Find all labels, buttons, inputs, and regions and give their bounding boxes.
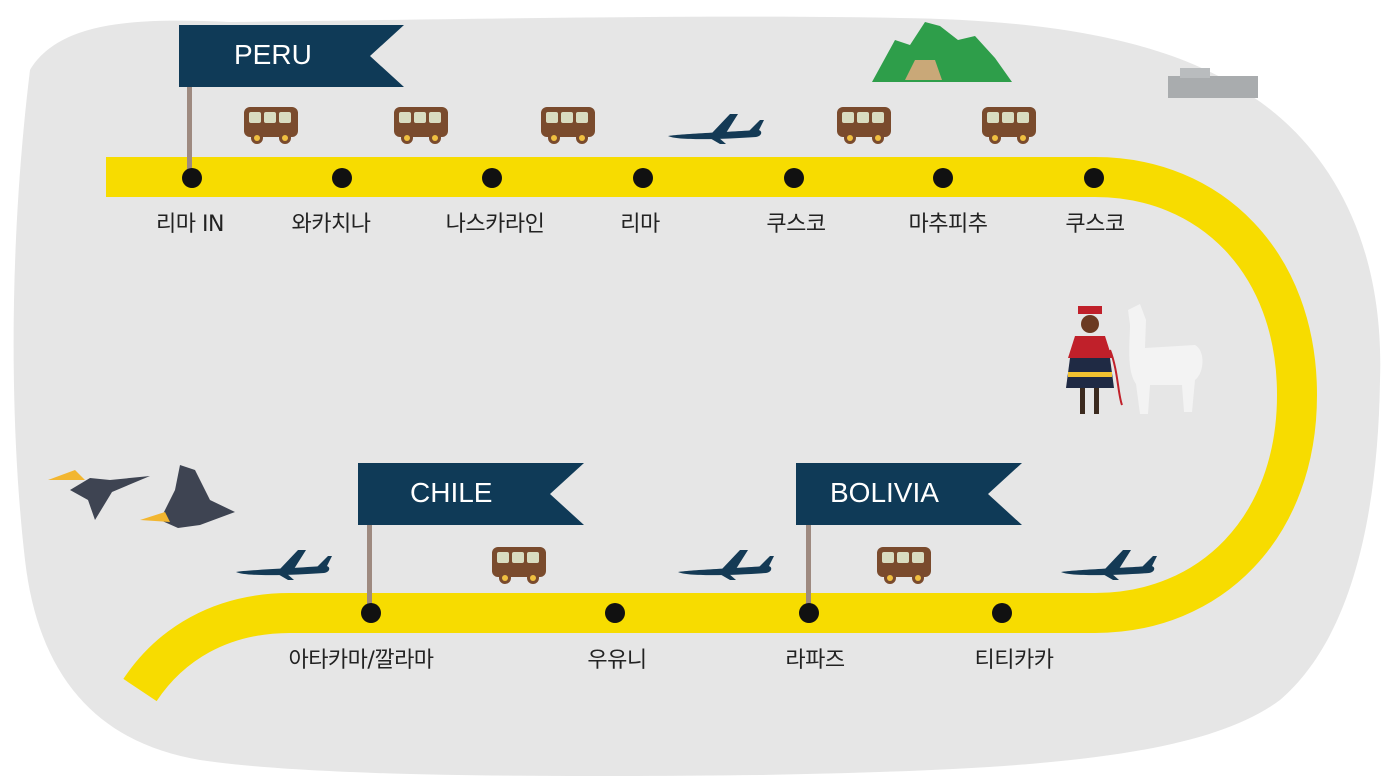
- stop-dot-cusco-1: [784, 168, 804, 188]
- map-background: [13, 16, 1381, 777]
- bolivia-flag: [796, 463, 1022, 525]
- stop-dot-atacama-calama: [361, 603, 381, 623]
- stop-label-lima-in: 리마 IN: [156, 212, 224, 237]
- stop-label-machu-picchu: 마추피추: [908, 212, 988, 237]
- chile-flag: [358, 463, 584, 525]
- country-label-chile: CHILE: [410, 477, 493, 508]
- stop-dot-huacachina: [332, 168, 352, 188]
- route-line: [106, 157, 1318, 702]
- stop-dot-titicaca: [992, 603, 1012, 623]
- machu-picchu-mountain-icon: [872, 22, 1012, 82]
- stop-label-atacama-calama: 아타카마/깔라마: [288, 648, 434, 673]
- toucans-icon: [48, 465, 235, 528]
- city-skyline-icon: [1168, 68, 1258, 98]
- stop-label-cusco-1: 쿠스코: [766, 212, 826, 237]
- stop-dot-la-paz: [799, 603, 819, 623]
- stop-dot-lima-in: [182, 168, 202, 188]
- peru-flag: [179, 25, 404, 87]
- peru-flag-pole: [187, 86, 192, 174]
- stop-label-huacachina: 와카치나: [291, 212, 371, 237]
- stop-label-titicaca: 티티카카: [974, 648, 1054, 673]
- bolivia-flag-pole: [806, 524, 811, 610]
- stop-label-cusco-2: 쿠스코: [1065, 212, 1125, 237]
- stop-dot-cusco-2: [1084, 168, 1104, 188]
- stop-dot-lima: [633, 168, 653, 188]
- stop-label-la-paz: 라파즈: [785, 648, 845, 673]
- stop-dot-machu-picchu: [933, 168, 953, 188]
- inca-woman-with-llama-icon: [1066, 304, 1203, 414]
- stop-label-nazca-lines: 나스카라인: [445, 212, 545, 237]
- stop-label-uyuni: 우유니: [587, 648, 647, 673]
- country-label-bolivia: BOLIVIA: [830, 477, 939, 508]
- stop-dot-uyuni: [605, 603, 625, 623]
- chile-flag-pole: [367, 524, 372, 610]
- country-label-peru: PERU: [234, 39, 312, 70]
- stop-dot-nazca-lines: [482, 168, 502, 188]
- stop-label-lima: 리마: [620, 212, 660, 237]
